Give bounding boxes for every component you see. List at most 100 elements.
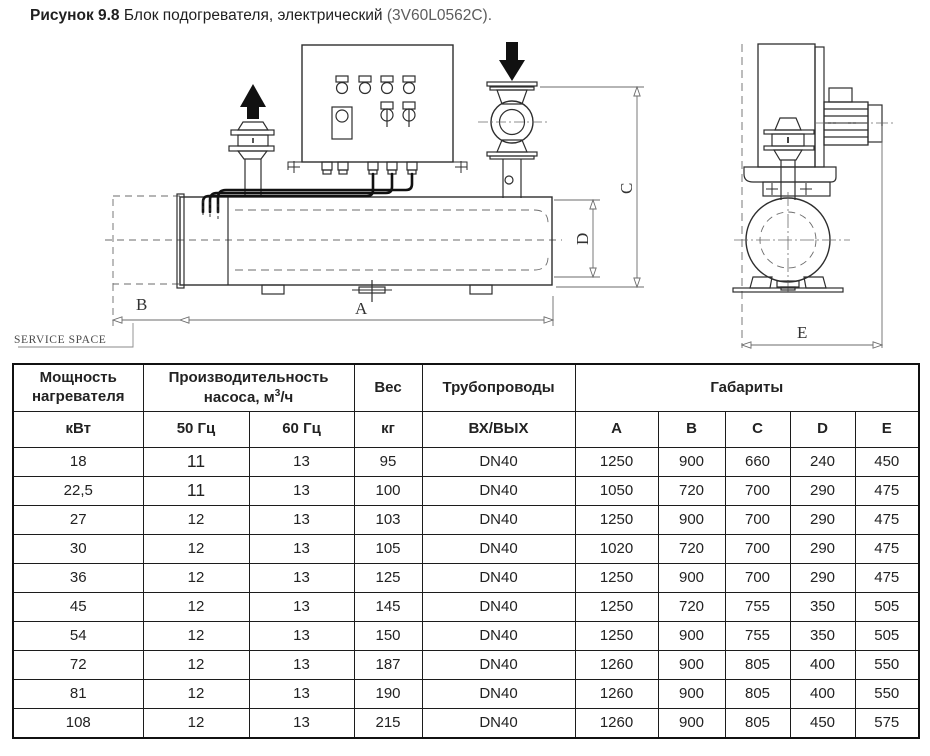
table-cell: 475 [854,534,920,564]
table-cell: 11 [142,476,250,506]
dimension-labels-side: A B C D SERVICE SPACE [14,183,636,346]
table-cell: 13 [248,621,355,651]
outlet-nozzle [228,84,275,197]
table-cell: 720 [657,534,726,564]
tank-feet [261,280,493,302]
figure-number: Рисунок 9.8 [30,7,120,24]
dim-label-e: E [797,323,807,342]
table-cell: 105 [353,534,423,564]
table-cell: 145 [353,592,423,622]
table-cell: 1250 [574,592,659,622]
table-cell: 700 [724,505,791,535]
table-cell: 1050 [574,476,659,506]
subheader-a: A [574,411,659,448]
side-view [105,42,562,326]
table-cell: 13 [248,708,355,739]
end-view [732,43,896,348]
table-cell: 190 [353,679,423,709]
table-cell: 700 [724,476,791,506]
header-weight: Вес [353,363,423,412]
table-cell: 755 [724,592,791,622]
header-dimensions: Габариты [574,363,920,412]
table-cell: DN40 [421,534,576,564]
dimension-e [742,126,882,348]
tank-body [176,193,553,289]
table-cell: 805 [724,708,791,739]
table-cell: 290 [789,563,856,593]
table-cell: 1250 [574,563,659,593]
controller-and-switches [331,101,416,140]
table-cell: 900 [657,621,726,651]
subheader-kw: кВт [12,411,144,448]
table-cell: 13 [248,592,355,622]
table-cell: 108 [12,708,144,739]
dim-label-b: B [136,295,147,314]
dim-label-d: D [573,233,592,245]
subheader-inout: ВХ/ВЫХ [421,411,576,448]
table-cell: 700 [724,563,791,593]
table-cell: 13 [248,650,355,680]
table-cell: 505 [854,621,920,651]
table-cell: DN40 [421,563,576,593]
table-cell: 215 [353,708,423,739]
control-box [287,44,468,175]
table-cell: 475 [854,563,920,593]
inlet-valve [478,42,548,198]
table-cell: 350 [789,592,856,622]
header-power: Мощность нагревателя [12,363,144,412]
table-cell: 81 [12,679,144,709]
dim-label-a: A [355,299,368,318]
table-cell: DN40 [421,708,576,739]
table-cell: 900 [657,563,726,593]
indicator-lamps [335,75,416,95]
table-cell: 95 [353,447,423,477]
table-cell: 400 [789,650,856,680]
subheader-b: B [657,411,726,448]
table-cell: 1260 [574,650,659,680]
table-cell: 450 [789,708,856,739]
table-cell: 240 [789,447,856,477]
table-cell: 12 [142,621,250,651]
table-cell: 12 [142,534,250,564]
subheader-e: E [854,411,920,448]
saddle-bracket [743,166,837,197]
pump-motor [816,87,896,146]
table-cell: 720 [657,592,726,622]
table-cell: 12 [142,650,250,680]
subheader-d: D [789,411,856,448]
table-cell: 12 [142,563,250,593]
table-cell: 505 [854,592,920,622]
table-cell: 12 [142,592,250,622]
table-cell: 290 [789,476,856,506]
header-pipes: Трубопроводы [421,363,576,412]
subheader-50hz: 50 Гц [142,411,250,448]
service-space-outline [105,195,562,326]
table-cell: 475 [854,505,920,535]
table-cell: DN40 [421,447,576,477]
flow-down-arrow-icon [499,42,525,81]
table-cell: 1260 [574,708,659,739]
table-cell: 125 [353,563,423,593]
table-cell: 13 [248,563,355,593]
table-cell: 805 [724,650,791,680]
outlet-assembly-front [763,117,815,200]
figure-title: Блок подогревателя, электрический [119,7,387,24]
table-header-row-1: Мощность нагревателя Производительность … [12,363,920,412]
table-cell: 36 [12,563,144,593]
table-cell: 22,5 [12,476,144,506]
subheader-c: C [724,411,791,448]
table-cell: 660 [724,447,791,477]
table-cell: 550 [854,650,920,680]
table-cell: 575 [854,708,920,739]
dimensions-side [18,87,644,348]
figure-caption: Рисунок 9.8 Блок подогревателя, электрич… [30,7,492,25]
table-cell: 54 [12,621,144,651]
table-cell: 13 [248,679,355,709]
table-cell: 475 [854,476,920,506]
table-cell: 13 [248,534,355,564]
